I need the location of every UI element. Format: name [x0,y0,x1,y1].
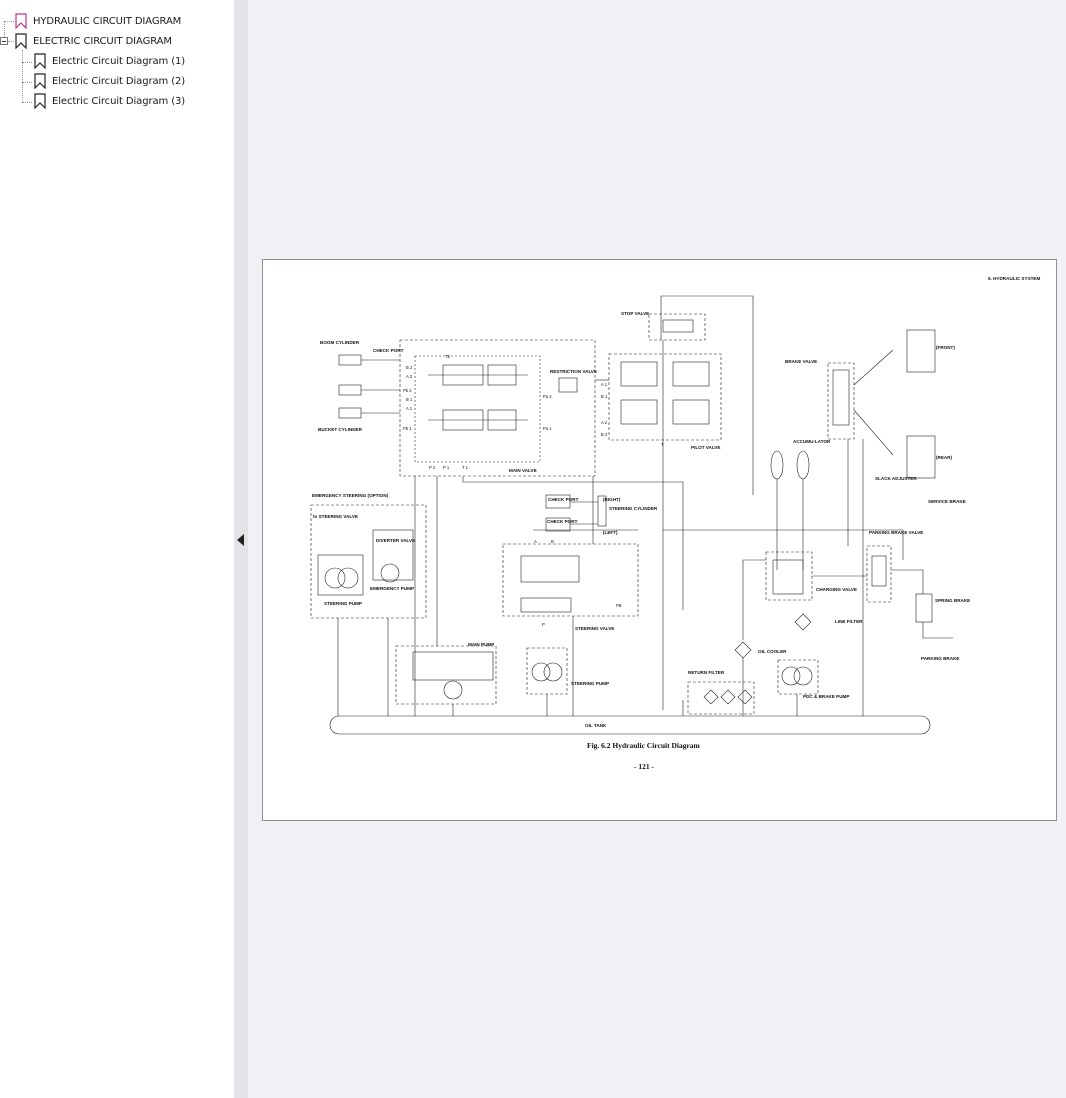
bookmark-hydraulic-circuit-diagram[interactable]: HYDRAULIC CIRCUIT DIAGRAM [15,12,181,30]
panel-splitter[interactable] [234,0,248,1098]
label-check-port-2: CHECK PORT [548,497,579,502]
bookmark-icon [34,53,46,69]
bookmark-icon [15,33,27,49]
port-pb1: Pb 1 [403,426,412,431]
port-t2: T2 [445,354,451,359]
tree-line [22,62,32,63]
label-steering-valve: STEERING VALVE [575,626,614,631]
label-bucket-cylinder: BUCKET CYLINDER [318,427,363,432]
port-b2: B 2 [406,365,413,370]
port-p: P [542,622,545,627]
label-steering-pump: STEERING PUMP [324,601,362,606]
label-rear: (REAR) [936,455,953,460]
label-service-brake: SERVICE BRAKE [928,499,966,504]
label-right: (RIGHT) [603,497,621,502]
page-number: - 121 - [634,762,654,771]
bookmark-label: ELECTRIC CIRCUIT DIAGRAM [33,35,172,47]
label-emergency-steering: EMERGENCY STEERING (OPTION) [312,493,389,498]
port-a: A [534,539,537,544]
tree-line [4,21,14,22]
bookmarks-panel: HYDRAULIC CIRCUIT DIAGRAM ELECTRIC CIRCU… [0,0,234,1098]
label-steering-pump-2: STEERING PUMP [571,681,609,686]
bookmark-electric-circuit-diagram-2[interactable]: Electric Circuit Diagram (2) [34,72,185,90]
label-pdc-brake-pump: PDC & BRAKE PUMP [803,694,849,699]
tree-line [8,41,14,42]
label-charging-valve: CHARGING VALVE [816,587,857,592]
bookmark-label: Electric Circuit Diagram (1) [52,55,186,67]
label-diverter-valve: DIVERTER VALVE [376,538,415,543]
diagram-lines [310,295,953,735]
port-pb: PB [616,603,622,608]
label-pilot-valve: PILOT VALVE [691,445,720,450]
label-line-filter: LINE FILTER [835,619,863,624]
bookmark-label: Electric Circuit Diagram (2) [52,75,186,87]
label-emergency-pump: EMERGENCY PUMP [370,586,414,591]
tree-line [4,21,5,37]
label-accumulator: ACCUMU-LATOR [793,439,831,444]
collapse-panel-arrow-icon[interactable] [237,534,244,546]
label-oil-cooler: OIL COOLER [758,649,787,654]
bookmark-label: HYDRAULIC CIRCUIT DIAGRAM [33,15,182,27]
bookmark-icon [34,93,46,109]
bookmark-icon [34,73,46,89]
label-main-pump: MAIN PUMP [468,642,494,647]
port-a2-pilot: A 2 [601,420,608,425]
port-b1-pilot: B 1 [601,394,608,399]
port-pa1: Pa 1 [543,426,552,431]
label-front: (FRONT) [936,345,955,350]
label-check-port-3: CHECK PORT [547,519,578,524]
bookmark-label: Electric Circuit Diagram (3) [52,95,186,107]
port-p1: P 1 [443,465,450,470]
bookmark-icon [15,13,27,29]
tree-line [22,102,32,103]
label-spring-brake: SPRING BRAKE [935,598,970,603]
label-main-valve: MAIN VALVE [509,468,537,473]
port-b1: B 1 [406,397,413,402]
bookmark-electric-circuit-diagram-1[interactable]: Electric Circuit Diagram (1) [34,52,185,70]
label-parking-brake-valve: PARKING BRAKE VALVE [869,530,923,535]
port-a2: A 2 [406,374,413,379]
port-pb2: Pb 2 [403,388,412,393]
bookmark-electric-circuit-diagram[interactable]: ELECTRIC CIRCUIT DIAGRAM [15,32,172,50]
label-return-filter: RETURN FILTER [688,670,725,675]
label-oil-tank: OIL TANK [585,723,607,728]
port-a1: A 1 [406,406,413,411]
port-p2: P 2 [429,465,436,470]
label-left: (LEFT) [603,530,618,535]
tree-line [22,50,23,102]
tree-line [22,82,32,83]
port-a1-pilot: A 1 [601,382,608,387]
label-boom-cylinder: BOOM CYLINDER [320,340,360,345]
label-parking-brake: PARKING BRAKE [921,656,959,661]
collapse-toggle[interactable] [0,37,8,45]
pdf-page: 6. HYDRAULIC SYSTEM BOOM CYLINDER CHECK … [262,259,1057,821]
bookmark-electric-circuit-diagram-3[interactable]: Electric Circuit Diagram (3) [34,92,185,110]
label-stop-valve: STOP VALVE [621,311,649,316]
label-slack-adjuster: SLACK ADJUSTER [875,476,917,481]
hydraulic-circuit-diagram: 6. HYDRAULIC SYSTEM BOOM CYLINDER CHECK … [310,276,1040,771]
label-brake-valve: BRAKE VALVE [785,359,817,364]
label-to-steering-valve: to STEERING VALVE [313,514,358,519]
label-steering-cylinder: STEERING CYLINDER [609,506,658,511]
port-b2-pilot: B 2 [601,432,608,437]
port-t: T [661,442,664,447]
label-check-port: CHECK PORT [373,348,404,353]
port-b: B [551,539,554,544]
port-pa2: Pa 2 [543,394,552,399]
port-t1: T 1 [462,465,469,470]
page-header: 6. HYDRAULIC SYSTEM [988,276,1040,281]
figure-caption: Fig. 6.2 Hydraulic Circuit Diagram [587,741,701,750]
label-restriction-valve: RESTRICTION VALVE [550,369,597,374]
